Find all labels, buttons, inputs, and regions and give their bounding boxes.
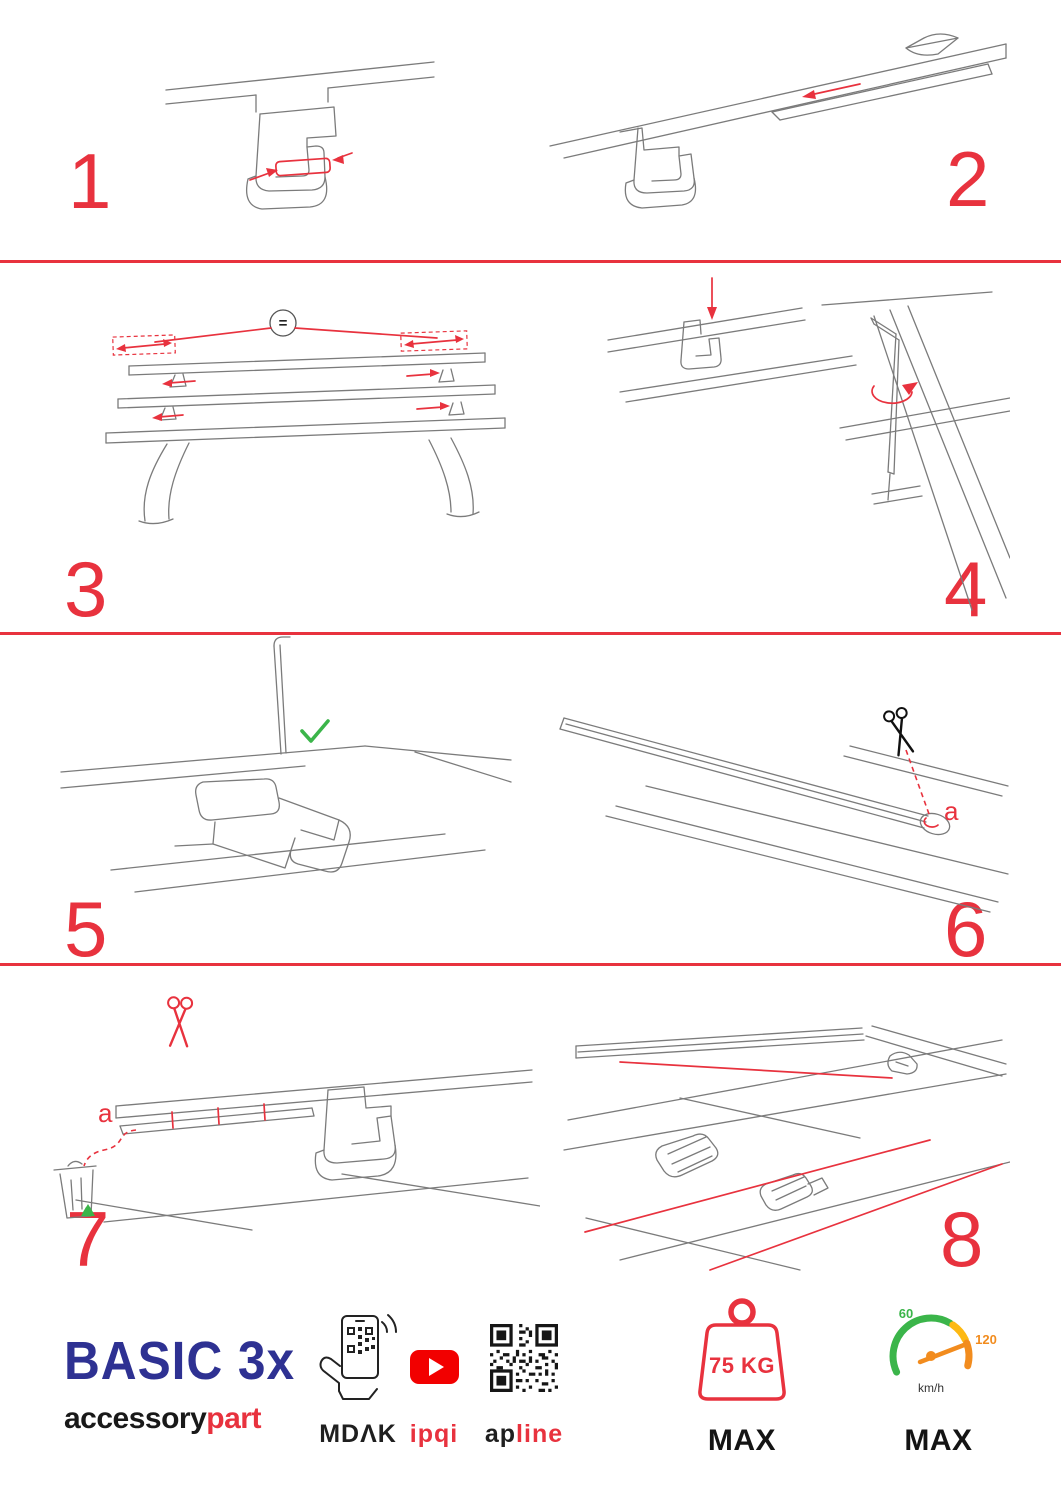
step-4-number: 4 — [944, 545, 988, 633]
weight-max-label: MAX — [707, 1424, 777, 1457]
step-8-number: 8 — [940, 1195, 984, 1283]
bar-slide-line-art — [549, 33, 1007, 209]
youtube-icon — [410, 1350, 459, 1384]
step-6-drawing: a — [559, 706, 1009, 913]
rubber-pad-highlight — [249, 152, 353, 181]
brand-sub-accessory: accessory — [64, 1402, 207, 1435]
apline-line: line — [516, 1420, 564, 1448]
gauge-low-label: 60 — [899, 1306, 913, 1321]
routing-lines — [584, 1061, 1003, 1271]
strip-cut-line-art — [75, 1069, 540, 1231]
gauge-arc-green — [889, 1314, 954, 1376]
brand-sub-part: part — [206, 1402, 261, 1435]
gauge-arc-yellow — [949, 1321, 969, 1344]
cut-line — [905, 749, 939, 828]
apline-ap: ap — [484, 1420, 517, 1448]
qr-finder-bottom-left — [490, 1369, 513, 1392]
gauge-high-label: 120 — [975, 1332, 997, 1347]
weight-ring — [728, 1298, 756, 1326]
check-icon — [300, 719, 330, 743]
qr-modules — [490, 1324, 558, 1392]
phone-qr-icon — [319, 1314, 397, 1400]
dimension-left — [112, 327, 272, 356]
slide-arrow — [802, 83, 861, 99]
step-1-drawing — [165, 61, 435, 210]
step-3-drawing: = — [105, 309, 506, 525]
brand-subtitle: accessorypart — [64, 1402, 315, 1436]
speed-max-label: MAX — [904, 1424, 973, 1457]
weight-body — [698, 1323, 786, 1401]
cut-label-a: a — [98, 1098, 113, 1128]
cut-ticks — [171, 1103, 266, 1129]
step-6-number: 6 — [944, 885, 988, 973]
step-3-number: 3 — [64, 545, 108, 633]
step-5-number: 5 — [64, 885, 108, 973]
speed-limit-icon: 60 120 km/h — [889, 1306, 997, 1395]
cut-label-a: a — [944, 796, 959, 826]
step-8-drawing — [563, 1025, 1010, 1271]
step-4-drawing — [607, 277, 1010, 611]
qr-finder-top-right — [535, 1324, 558, 1347]
gauge-unit-label: km/h — [918, 1381, 944, 1395]
qr-finder-top-left — [490, 1324, 513, 1347]
mounted-clamp-line-art — [60, 636, 512, 893]
equal-spacing-badge — [269, 309, 297, 337]
dimension-right — [294, 327, 468, 352]
clamp-line-art — [165, 61, 435, 210]
play-triangle — [428, 1358, 444, 1376]
bar-cut-line-art — [559, 717, 1009, 913]
gauge-needle — [917, 1342, 967, 1365]
step-5-drawing — [60, 636, 512, 893]
insert-arrow — [707, 277, 717, 320]
rotate-arrow — [871, 382, 918, 405]
three-bars-line-art — [105, 352, 506, 525]
step-1-number: 1 — [68, 137, 112, 225]
partner-mdak-label: MDΛK — [319, 1420, 397, 1448]
step-2-drawing — [549, 33, 1007, 209]
gauge-arc-orange — [963, 1339, 973, 1370]
step-2-number: 2 — [946, 135, 990, 223]
scissors-icon — [883, 706, 915, 757]
equal-sign: = — [279, 315, 288, 332]
weight-value: 75 KG — [709, 1353, 775, 1378]
weight-limit-icon: 75 KG — [698, 1298, 786, 1401]
section-divider-2 — [0, 632, 1061, 635]
section-divider-1 — [0, 260, 1061, 263]
brand-block: BASIC 3x accessorypart — [64, 1330, 315, 1436]
qr-code — [490, 1324, 558, 1392]
qr-screen — [347, 1327, 375, 1354]
gauge-hub — [926, 1351, 936, 1361]
brand-logo: BASIC 3x — [64, 1331, 296, 1391]
section-divider-3 — [0, 963, 1061, 966]
discard-path — [83, 1129, 137, 1167]
partner-apline-label: apline — [478, 1420, 570, 1449]
trash-icon — [53, 1160, 97, 1219]
adjust-arrows — [152, 369, 450, 421]
step-7-drawing: a — [53, 996, 540, 1231]
recycle-icon — [81, 1204, 95, 1217]
partner-ipqi-label: ipqi — [409, 1420, 459, 1448]
scissors-icon-red — [167, 996, 194, 1048]
hex-key-line-art — [607, 291, 1010, 611]
